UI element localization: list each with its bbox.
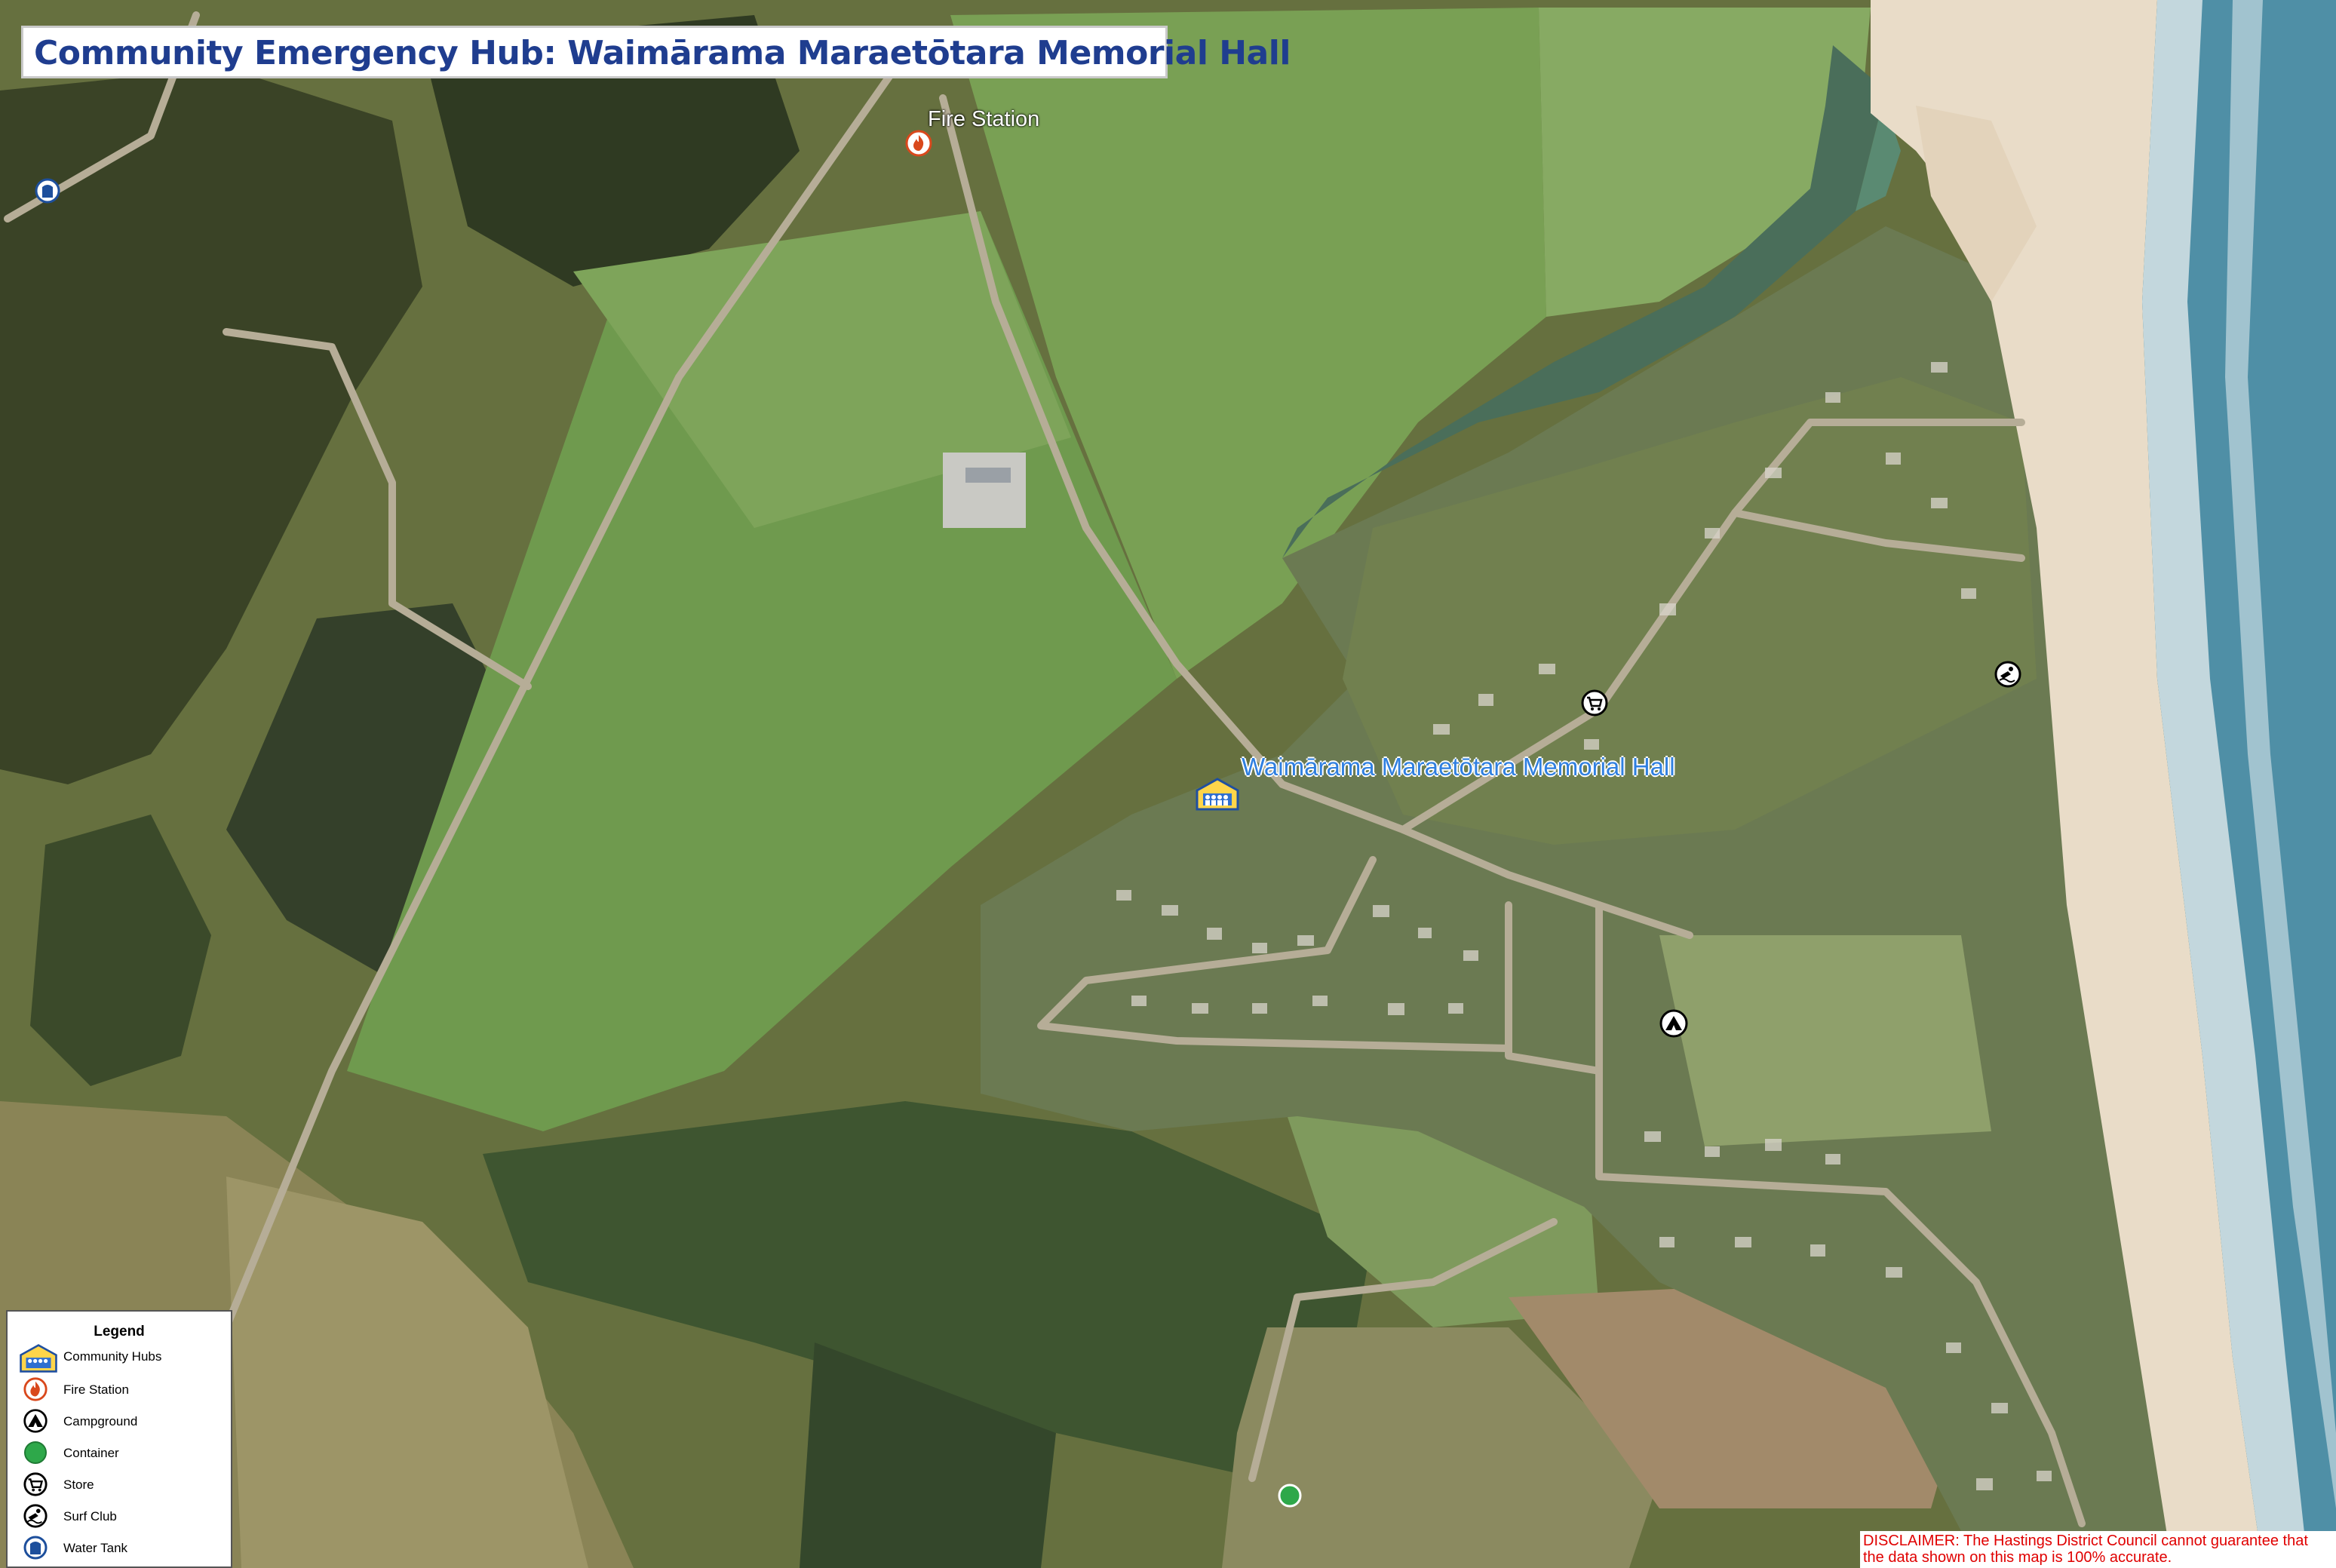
legend-label: Community Hubs bbox=[63, 1349, 162, 1364]
fire-station-label: Fire Station bbox=[928, 107, 1040, 131]
surf-club-marker[interactable] bbox=[1994, 661, 2021, 692]
fire-station-marker[interactable] bbox=[905, 130, 932, 161]
legend-item-container: Container bbox=[17, 1440, 228, 1467]
water-tank-marker[interactable] bbox=[35, 178, 60, 207]
container-icon bbox=[24, 1441, 47, 1464]
container-icon bbox=[1278, 1484, 1302, 1508]
map-legend: Legend Community Hubs Fire Station Campg bbox=[6, 1310, 232, 1568]
water-tank-icon bbox=[35, 178, 60, 204]
legend-item-fire-station: Fire Station bbox=[17, 1376, 228, 1404]
legend-label: Store bbox=[63, 1477, 94, 1492]
disclaimer-line-2: the data shown on this map is 100% accur… bbox=[1863, 1549, 2172, 1566]
campground-icon bbox=[23, 1409, 48, 1433]
campground-icon bbox=[1659, 1009, 1688, 1038]
campground-marker[interactable] bbox=[1659, 1009, 1688, 1042]
legend-label: Container bbox=[63, 1446, 119, 1460]
legend-item-store: Store bbox=[17, 1471, 228, 1499]
legend-label: Surf Club bbox=[63, 1509, 117, 1524]
legend-item-community-hubs: Community Hubs bbox=[17, 1343, 228, 1373]
water-tank-icon bbox=[23, 1536, 48, 1560]
store-marker[interactable] bbox=[1581, 689, 1608, 720]
map-title: Community Emergency Hub: Waimārama Marae… bbox=[34, 34, 1291, 72]
surf-club-icon bbox=[23, 1504, 48, 1528]
fire-station-icon bbox=[23, 1377, 48, 1401]
container-marker[interactable] bbox=[1277, 1483, 1303, 1512]
legend-label: Water Tank bbox=[63, 1541, 128, 1555]
map-title-box: Community Emergency Hub: Waimārama Marae… bbox=[21, 26, 1291, 78]
memorial-hall-label: Waimārama Maraetōtara Memorial Hall bbox=[1242, 753, 1675, 781]
community-hub-icon bbox=[20, 1344, 57, 1373]
legend-item-water-tank: Water Tank bbox=[17, 1535, 228, 1562]
disclaimer-line-1: DISCLAIMER: The Hastings District Counci… bbox=[1863, 1533, 2308, 1549]
legend-item-surf-club: Surf Club bbox=[17, 1503, 228, 1530]
legend-title: Legend bbox=[94, 1324, 145, 1339]
fire-station-icon bbox=[905, 130, 932, 157]
store-icon bbox=[1581, 689, 1608, 716]
surf-club-icon bbox=[1994, 661, 2021, 688]
store-icon bbox=[23, 1472, 48, 1496]
community-hub-marker[interactable] bbox=[1194, 777, 1241, 815]
disclaimer-box: DISCLAIMER: The Hastings District Counci… bbox=[1860, 1531, 2336, 1568]
community-hub-icon bbox=[1196, 778, 1239, 811]
legend-label: Fire Station bbox=[63, 1382, 129, 1397]
legend-label: Campground bbox=[63, 1414, 138, 1428]
legend-item-campground: Campground bbox=[17, 1408, 228, 1435]
